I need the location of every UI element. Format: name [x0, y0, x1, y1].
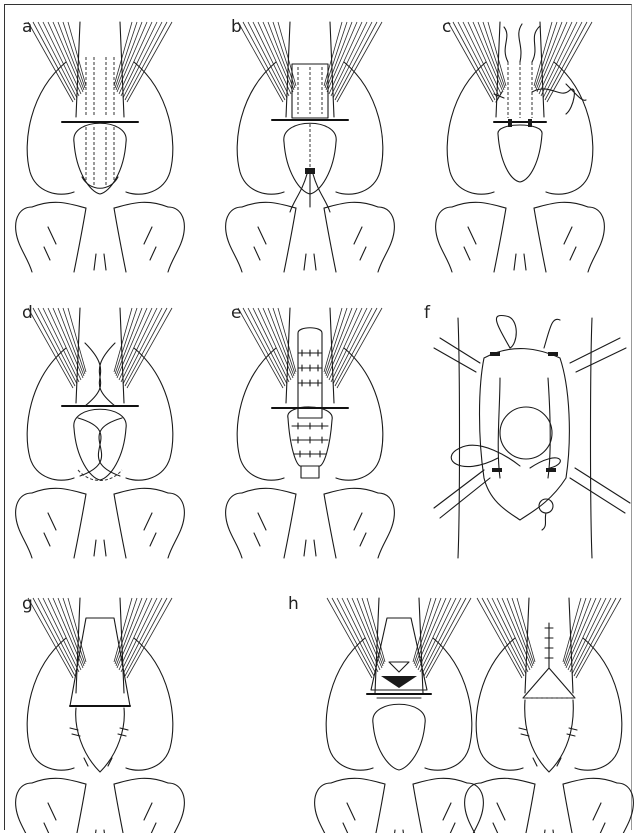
panel-h-left-illustration — [315, 598, 484, 833]
panel-c-illustration — [436, 22, 605, 272]
panel-b-illustration — [226, 22, 395, 272]
panel-a-illustration — [16, 22, 185, 272]
panel-g-illustration — [16, 598, 185, 833]
panel-d-illustration — [16, 308, 185, 558]
panel-h-right-illustration — [465, 598, 634, 833]
panel-f-illustration — [434, 315, 630, 558]
panel-e-illustration — [226, 308, 395, 558]
